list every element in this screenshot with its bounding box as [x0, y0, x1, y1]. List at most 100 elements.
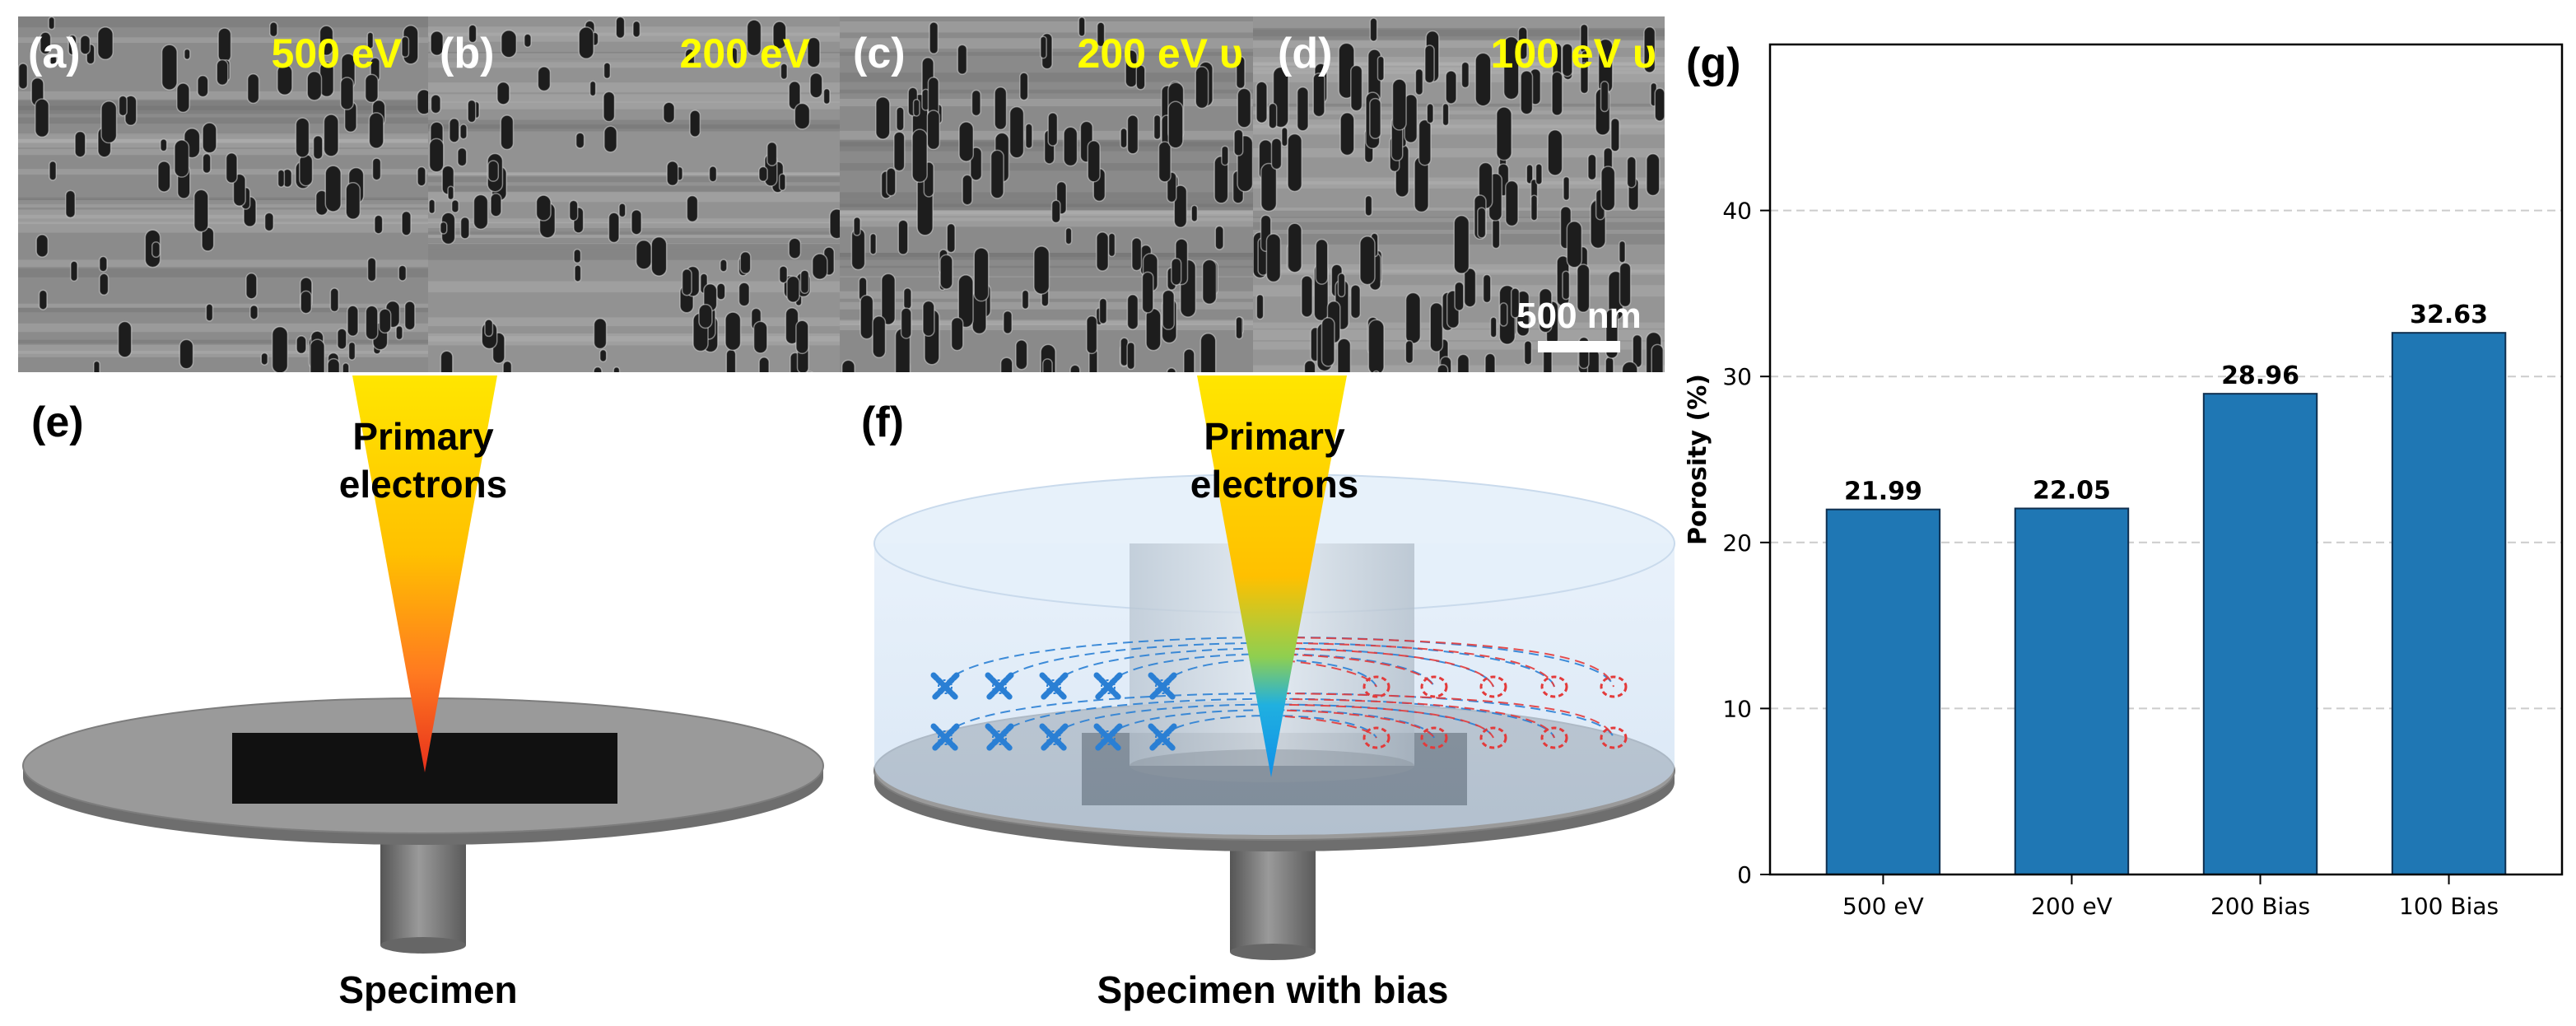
- sem-label-c: 200 eV υ: [1078, 30, 1243, 77]
- sem-pore: [68, 34, 77, 56]
- sem-panel-c: [840, 16, 1253, 372]
- sem-texture-band: [428, 82, 840, 93]
- sem-pore: [1270, 138, 1283, 170]
- sem-pore: [1414, 68, 1424, 96]
- sem-pore: [575, 132, 585, 149]
- sem-pore: [428, 198, 436, 215]
- sem-texture-band: [840, 319, 1253, 325]
- sem-pore: [202, 122, 217, 154]
- sem-pore: [780, 63, 788, 80]
- y-tick-label: 40: [1722, 198, 1752, 225]
- sem-texture-band: [428, 185, 840, 193]
- sem-pore: [1530, 194, 1539, 222]
- sem-pore: [1339, 112, 1355, 156]
- sem-texture-band: [428, 249, 840, 260]
- sem-pore: [738, 282, 751, 307]
- sem-texture-band: [18, 16, 428, 28]
- positive-ion-marker: [1420, 726, 1448, 749]
- sem-pore: [632, 20, 641, 38]
- sem-pore: [459, 124, 468, 140]
- sem-pore: [1587, 153, 1597, 181]
- sem-pore: [573, 248, 582, 264]
- sem-pore: [994, 86, 1008, 131]
- sem-pore: [430, 94, 441, 114]
- sem-pore: [946, 222, 956, 254]
- sem-pore: [1437, 364, 1449, 372]
- sem-pore: [1439, 356, 1452, 372]
- sem-texture-band: [1253, 67, 1665, 74]
- sem-pore: [911, 128, 928, 184]
- sem-texture-band: [840, 217, 1253, 227]
- positive-ion-marker: [1479, 726, 1507, 749]
- bar-100-bias: [2391, 332, 2507, 875]
- sem-pore: [603, 91, 616, 123]
- x-tick-label: 200 eV: [2031, 893, 2113, 920]
- sem-pore: [1523, 340, 1533, 366]
- sem-pore: [401, 35, 410, 58]
- sem-pore: [1166, 367, 1177, 372]
- sem-pore: [151, 241, 161, 259]
- positive-ion-marker: [1420, 675, 1448, 698]
- sem-pore: [1404, 339, 1414, 364]
- sem-pore: [417, 89, 428, 115]
- sem-pore: [1171, 258, 1182, 286]
- sem-pore: [716, 282, 726, 301]
- sem-pores: [840, 16, 1253, 372]
- sem-pore: [93, 360, 100, 372]
- sem-pore: [811, 253, 828, 280]
- sem-pore: [1287, 133, 1303, 193]
- sem-pore: [1600, 166, 1616, 212]
- sem-pore: [430, 30, 444, 57]
- sem-pore: [327, 357, 341, 372]
- sem-pore: [74, 130, 86, 158]
- sem-pore: [788, 237, 802, 259]
- sem-pore: [1429, 302, 1444, 352]
- sem-pore: [1162, 289, 1176, 330]
- sem-texture-band: [1253, 124, 1665, 135]
- sem-pore: [319, 25, 334, 56]
- sem-pore: [1418, 119, 1432, 166]
- sem-texture-band: [1253, 322, 1665, 329]
- sem-pore: [729, 47, 738, 66]
- sem-pore: [1260, 162, 1278, 212]
- sem-pore: [608, 212, 620, 244]
- sem-pore: [1145, 308, 1162, 352]
- sem-pore: [295, 117, 310, 158]
- sem-label-a: 500 eV: [272, 30, 403, 77]
- bar-value-label: 22.05: [2033, 476, 2111, 505]
- sem-pore: [417, 166, 426, 187]
- beam-label-line2: electrons: [339, 463, 508, 506]
- sem-pore: [1350, 64, 1363, 112]
- sem-pore: [1107, 232, 1116, 258]
- sem-pore: [312, 134, 324, 161]
- sem-pore: [1364, 194, 1373, 217]
- sem-texture-band: [428, 171, 840, 177]
- electron-beam-cone: [352, 375, 497, 772]
- sem-pore: [618, 203, 627, 218]
- sem-pore: [65, 189, 77, 219]
- sem-texture-band: [840, 320, 1253, 326]
- sem-pore: [650, 236, 668, 277]
- sem-texture-band: [18, 105, 428, 114]
- sem-pore: [1367, 319, 1385, 372]
- sem-pore: [232, 173, 246, 207]
- sem-pore: [117, 320, 133, 358]
- sem-pore: [225, 152, 238, 184]
- sem-pore: [35, 98, 50, 138]
- sem-pore: [599, 348, 608, 362]
- sem-pore: [269, 21, 278, 38]
- sem-pore: [778, 173, 786, 191]
- sem-pore: [689, 110, 701, 138]
- sem-pore: [49, 160, 58, 181]
- sem-texture-band: [1253, 181, 1665, 185]
- sem-texture-band: [18, 200, 428, 208]
- sem-pore: [1131, 237, 1143, 272]
- sem-pore: [1619, 262, 1632, 308]
- positive-ion-marker: [1479, 675, 1507, 698]
- sem-pore: [1445, 70, 1457, 105]
- sem-pore: [271, 326, 289, 372]
- sem-texture-band: [840, 21, 1253, 33]
- panel-letter-e: (e): [31, 399, 84, 446]
- sem-pore: [1510, 287, 1521, 319]
